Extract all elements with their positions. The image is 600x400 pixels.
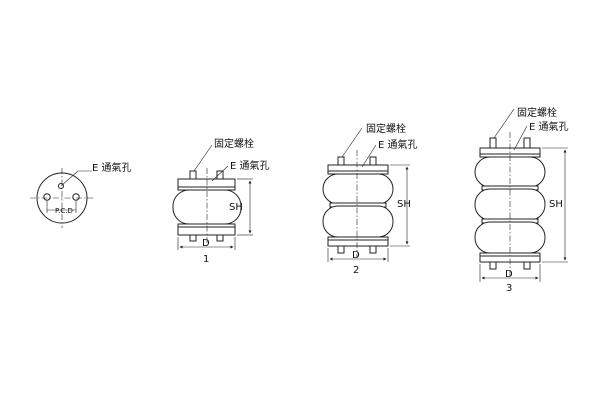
vent-hole-label: E 通氣孔: [92, 161, 132, 174]
variant-3: SH D 3 固定螺栓 E 通氣孔: [474, 106, 569, 294]
variant-2-vent-hole-label: E 通氣孔: [378, 138, 418, 151]
variant-3-diameter-label: D: [505, 269, 513, 280]
pcd-label: P.C.D: [55, 207, 73, 215]
variant-3-fixing-bolt-label: 固定螺栓: [517, 106, 557, 119]
variant-3-number: 3: [506, 283, 512, 294]
variant-1-diameter-label: D: [202, 238, 210, 249]
variant-3-vent-hole-label: E 通氣孔: [529, 120, 569, 133]
variant-2-diameter-label: D: [352, 250, 360, 261]
variant-2-fixing-bolt-label: 固定螺栓: [366, 122, 406, 135]
variant-1-fixing-bolt-label: 固定螺栓: [214, 137, 254, 150]
top-view: P.C.D E 通氣孔: [30, 161, 132, 228]
variant-2-height-label: SH: [397, 199, 411, 210]
variant-1: SH D 1 固定螺栓 E 通氣孔: [172, 137, 270, 265]
bolt-hole-left: [43, 193, 51, 201]
variant-1-vent-hole-label: E 通氣孔: [230, 159, 270, 172]
variant-1-number: 1: [203, 254, 209, 265]
variant-2: SH D 2 固定螺栓 E 通氣孔: [322, 122, 418, 276]
variant-3-height-label: SH: [549, 199, 563, 210]
bolt-hole-right: [72, 193, 80, 201]
variant-2-number: 2: [353, 265, 359, 276]
vent-hole-mark: [58, 183, 64, 189]
variant-1-height-label: SH: [229, 202, 243, 213]
